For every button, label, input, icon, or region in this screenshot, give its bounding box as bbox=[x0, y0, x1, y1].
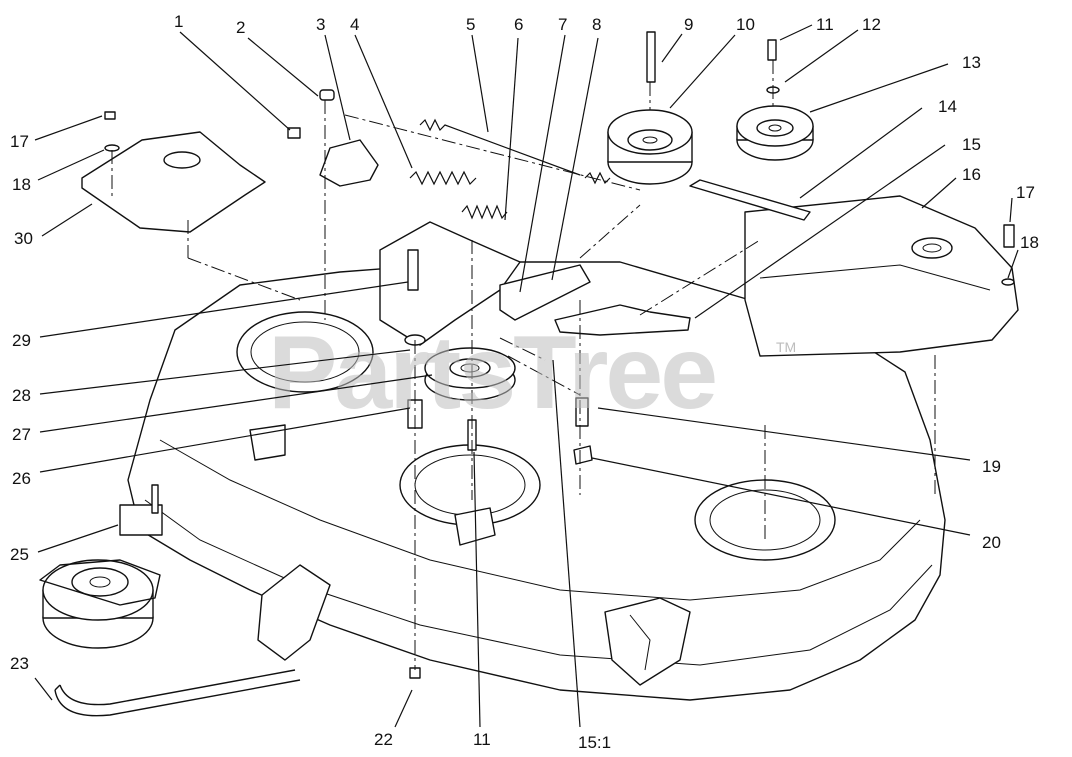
callout-18-left: 18 bbox=[12, 175, 31, 194]
callout-4: 4 bbox=[350, 15, 359, 34]
callout-12: 12 bbox=[862, 15, 881, 34]
callout-1: 1 bbox=[174, 12, 183, 31]
callout-25: 25 bbox=[10, 545, 29, 564]
callout-22: 22 bbox=[374, 730, 393, 749]
callout-17-left: 17 bbox=[10, 132, 29, 151]
callout-15: 15 bbox=[962, 135, 981, 154]
callout-17-right: 17 bbox=[1016, 183, 1035, 202]
electric-clutch bbox=[39, 559, 161, 649]
hardware bbox=[104, 31, 1015, 679]
center-pulley bbox=[424, 347, 516, 401]
extension-spring-5 bbox=[419, 118, 611, 185]
callout-9: 9 bbox=[684, 15, 693, 34]
spring-6 bbox=[461, 204, 508, 220]
watermark-text: PartsTree bbox=[268, 315, 715, 431]
callout-29: 29 bbox=[12, 331, 31, 350]
belt-guide-rod bbox=[689, 179, 811, 221]
callout-16: 16 bbox=[962, 165, 981, 184]
callout-26: 26 bbox=[12, 469, 31, 488]
callout-20: 20 bbox=[982, 533, 1001, 552]
callout-19: 19 bbox=[982, 457, 1001, 476]
leader-lines bbox=[34, 24, 1019, 728]
callout-11-top: 11 bbox=[816, 15, 834, 34]
idler-pulley-10 bbox=[607, 109, 693, 185]
callout-7: 7 bbox=[558, 15, 567, 34]
idler-pulley-13 bbox=[736, 105, 814, 161]
watermark-trademark: TM bbox=[776, 339, 796, 355]
callout-13: 13 bbox=[962, 53, 981, 72]
callout-18-right: 18 bbox=[1020, 233, 1039, 252]
callout-10: 10 bbox=[736, 15, 755, 34]
callout-28: 28 bbox=[12, 386, 31, 405]
callout-2: 2 bbox=[236, 18, 245, 37]
right-belt-cover bbox=[744, 195, 1019, 357]
callout-5: 5 bbox=[466, 15, 475, 34]
callout-3: 3 bbox=[316, 15, 325, 34]
extension-spring-4 bbox=[409, 170, 477, 186]
callout-14: 14 bbox=[938, 97, 957, 116]
callout-15-1: 15:1 bbox=[578, 733, 611, 752]
callout-30: 30 bbox=[14, 229, 33, 248]
callout-6: 6 bbox=[514, 15, 523, 34]
center-lines bbox=[111, 60, 936, 670]
drive-belt bbox=[54, 669, 301, 717]
callout-23: 23 bbox=[10, 654, 29, 673]
callout-11-bottom: 11 bbox=[473, 730, 491, 749]
callout-8: 8 bbox=[592, 15, 601, 34]
left-belt-cover bbox=[81, 131, 266, 233]
callout-27: 27 bbox=[12, 425, 31, 444]
mower-deck-housing bbox=[127, 261, 946, 701]
callout-numbers: 1 2 3 4 5 6 7 8 9 10 11 12 13 14 15 16 1… bbox=[10, 12, 1039, 752]
